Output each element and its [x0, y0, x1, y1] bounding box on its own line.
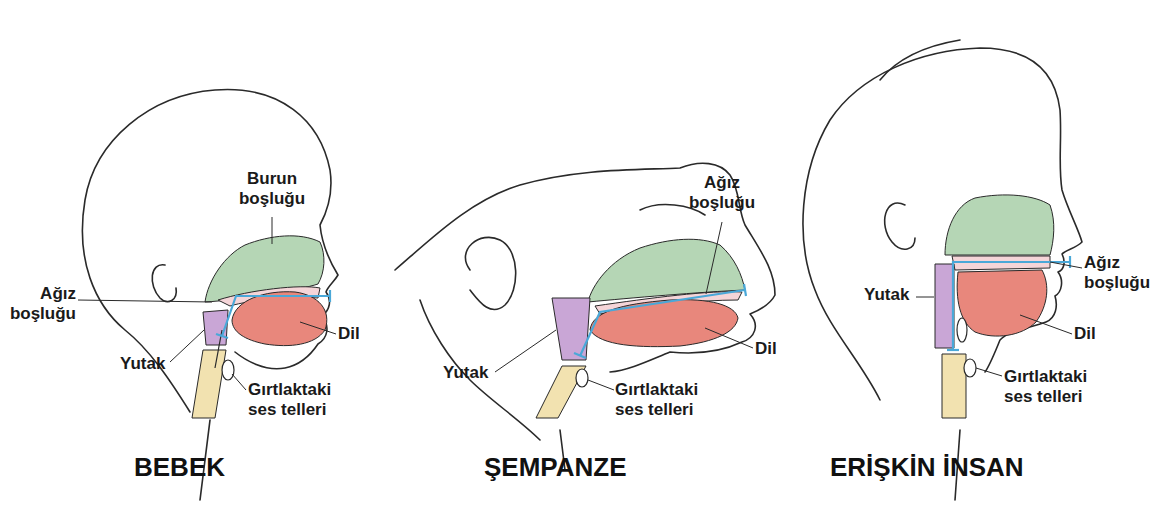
part-label: Gırtlaktaki ses telleri: [1004, 367, 1114, 407]
part-label: Dil: [755, 339, 795, 359]
part-label: Dil: [338, 324, 378, 344]
part-label: Ağız boşluğu: [677, 173, 767, 213]
part-label: Dil: [1074, 324, 1114, 344]
part-label: Gırtlaktaki ses telleri: [248, 380, 358, 420]
part-label: Yutak: [443, 363, 503, 383]
panel-caption: ŞEMPANZE: [484, 452, 627, 482]
part-label: Ağız boşluğu: [1084, 253, 1170, 293]
part-label: Yutak: [864, 285, 924, 305]
part-label: Burun boşluğu: [227, 169, 317, 209]
part-label: Yutak: [120, 354, 180, 374]
part-label: Ağız boşluğu: [0, 284, 76, 324]
panel-caption: BEBEK: [134, 452, 225, 482]
part-label: Gırtlaktaki ses telleri: [615, 380, 725, 420]
panel-caption: ERİŞKİN İNSAN: [830, 452, 1024, 482]
